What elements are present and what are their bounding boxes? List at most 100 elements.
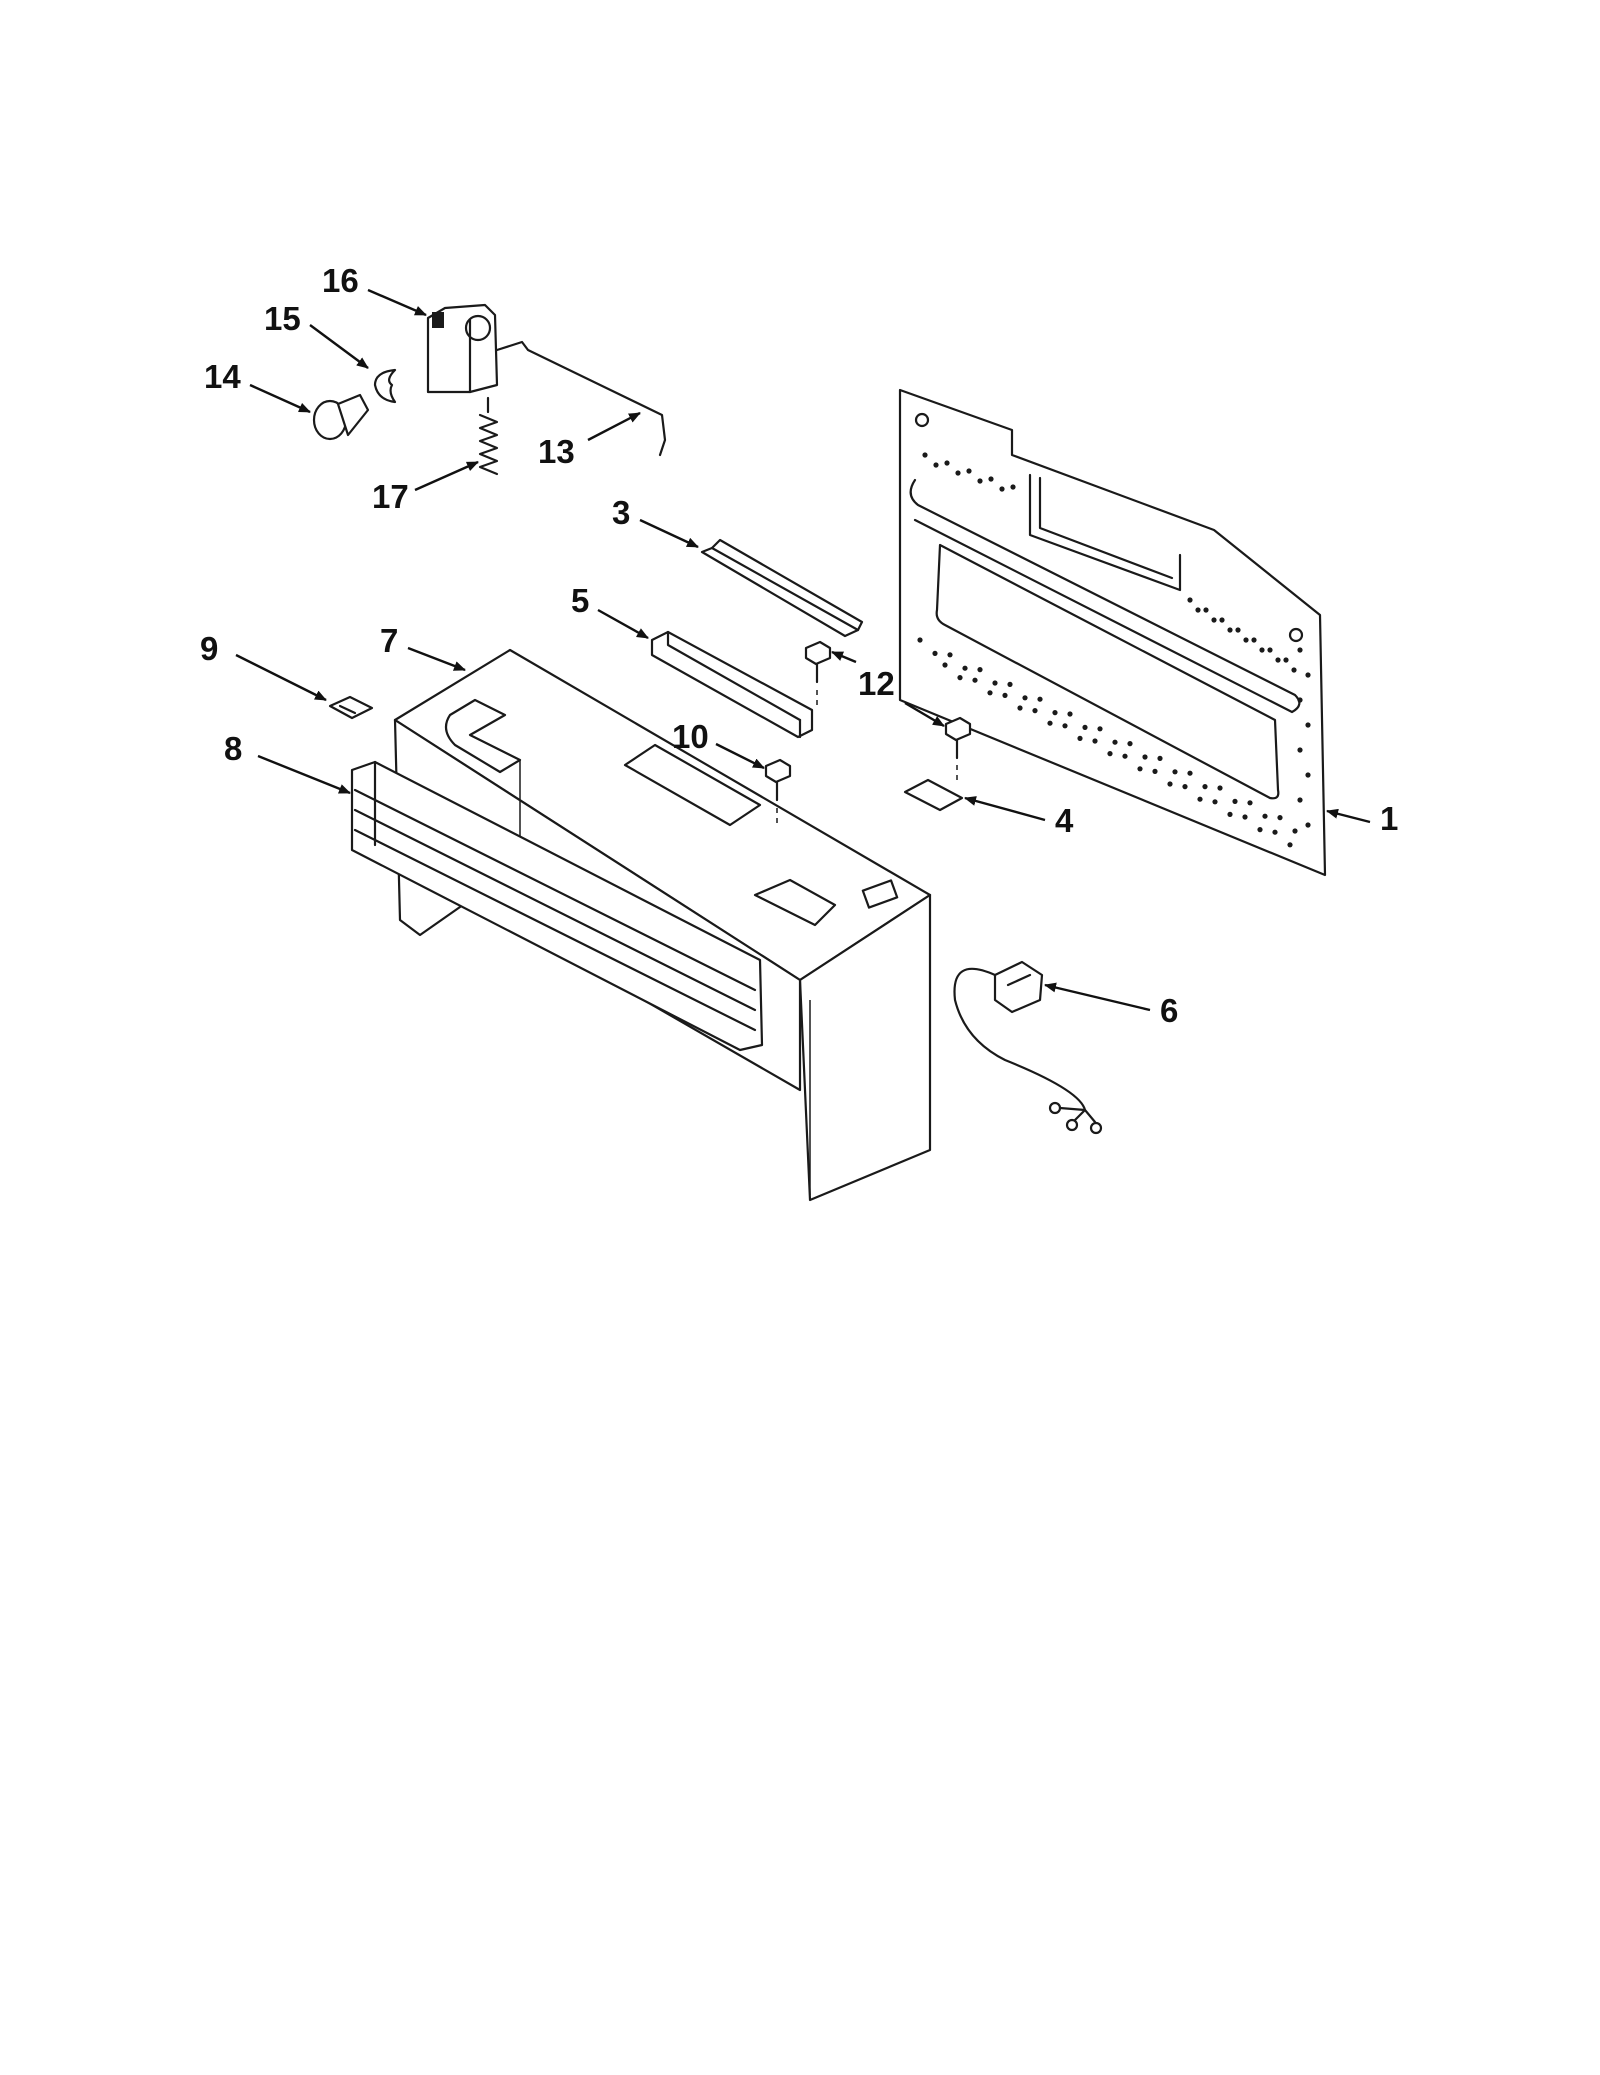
perforation-hole bbox=[1227, 627, 1233, 633]
perforation-hole bbox=[972, 677, 978, 683]
perforation-hole bbox=[992, 680, 998, 686]
perforation-hole bbox=[1047, 720, 1053, 726]
callout-1: 1 bbox=[1380, 800, 1398, 837]
perforation-hole bbox=[1257, 827, 1263, 833]
perforation-hole bbox=[1232, 798, 1238, 805]
callout-13: 13 bbox=[538, 433, 575, 470]
callout-16: 16 bbox=[322, 262, 359, 299]
perforation-hole bbox=[1305, 672, 1311, 678]
perforation-hole bbox=[1227, 811, 1233, 818]
perforation-hole bbox=[1305, 772, 1311, 778]
perforation-hole bbox=[1292, 828, 1298, 834]
perforation-hole bbox=[1211, 617, 1217, 623]
perforation-hole bbox=[977, 667, 983, 673]
part-16-bracket bbox=[426, 303, 499, 394]
callout-14: 14 bbox=[204, 358, 241, 395]
perforation-hole bbox=[1062, 723, 1068, 729]
perforation-hole bbox=[1297, 697, 1303, 703]
perforation-hole bbox=[1243, 637, 1249, 643]
perforation-hole bbox=[1167, 781, 1173, 787]
part-17-spring bbox=[478, 396, 499, 476]
perforation-hole bbox=[1067, 711, 1073, 717]
perforation-hole bbox=[1052, 710, 1058, 716]
perforation-hole bbox=[1272, 829, 1278, 835]
part-15-clip-ring bbox=[373, 368, 397, 404]
perforation-hole bbox=[1077, 735, 1083, 742]
perforation-hole bbox=[957, 675, 963, 681]
perforation-hole bbox=[1259, 647, 1265, 653]
perforation-hole bbox=[1002, 692, 1008, 699]
callout-4: 4 bbox=[1055, 802, 1074, 839]
perforation-hole bbox=[1092, 738, 1098, 744]
perforation-hole bbox=[955, 470, 961, 476]
perforation-hole bbox=[1097, 726, 1103, 732]
perforation-hole bbox=[922, 452, 928, 458]
perforation-hole bbox=[947, 652, 953, 658]
perforation-hole bbox=[1187, 597, 1193, 603]
perforation-hole bbox=[987, 690, 993, 696]
screw-12-b bbox=[944, 716, 972, 785]
perforation-hole bbox=[942, 662, 948, 668]
perforation-hole bbox=[1137, 766, 1143, 772]
perforation-hole bbox=[1291, 667, 1297, 673]
callout-6: 6 bbox=[1160, 992, 1178, 1029]
perforation-hole bbox=[917, 637, 923, 643]
perforation-hole bbox=[1017, 705, 1023, 711]
callout-labels: 16 15 14 13 17 3 5 7 9 8 10 12 4 1 6 bbox=[200, 262, 1398, 1029]
perforation-hole bbox=[1267, 647, 1273, 653]
perforation-hole bbox=[1287, 842, 1293, 848]
screw-10 bbox=[764, 758, 792, 828]
perforation-hole bbox=[1122, 753, 1128, 759]
part-5-tray bbox=[650, 630, 814, 739]
part-3-channel bbox=[700, 538, 864, 638]
callout-10: 10 bbox=[672, 718, 709, 755]
perforation-hole bbox=[1251, 637, 1257, 643]
perforation-hole bbox=[1187, 770, 1193, 776]
perforation-hole bbox=[1112, 739, 1118, 745]
leader-arrows bbox=[235, 288, 1371, 1012]
perforation-hole bbox=[999, 486, 1005, 492]
perforation-hole bbox=[1297, 647, 1303, 653]
part-1-mounting-holes bbox=[917, 452, 1311, 848]
perforation-hole bbox=[1037, 696, 1043, 702]
perforation-hole bbox=[1297, 797, 1303, 803]
perforation-hole bbox=[1152, 768, 1158, 775]
perforation-hole bbox=[1203, 607, 1209, 613]
callout-5: 5 bbox=[571, 582, 589, 619]
callout-7: 7 bbox=[380, 622, 398, 659]
screw-12-a bbox=[804, 640, 832, 710]
perforation-hole bbox=[1212, 799, 1218, 805]
perforation-hole bbox=[1157, 755, 1163, 762]
callout-15: 15 bbox=[264, 300, 301, 337]
part-13-rod bbox=[495, 340, 667, 457]
perforation-hole bbox=[962, 665, 968, 671]
perforation-hole bbox=[944, 460, 950, 466]
perforation-hole bbox=[1217, 785, 1223, 791]
perforation-hole bbox=[1007, 681, 1013, 688]
perforation-hole bbox=[1283, 657, 1289, 663]
part-4-plate bbox=[903, 778, 964, 812]
perforation-hole bbox=[1242, 814, 1248, 820]
callout-8: 8 bbox=[224, 730, 242, 767]
perforation-hole bbox=[1202, 784, 1208, 790]
perforation-hole bbox=[1182, 784, 1188, 790]
part-9-clip bbox=[328, 695, 374, 720]
perforation-hole bbox=[933, 462, 939, 468]
perforation-hole bbox=[932, 650, 938, 657]
perforation-hole bbox=[1142, 754, 1148, 760]
perforation-hole bbox=[1022, 695, 1028, 701]
perforation-hole bbox=[1082, 724, 1088, 731]
perforation-hole bbox=[966, 468, 972, 474]
part-6-switch-harness bbox=[953, 960, 1103, 1135]
perforation-hole bbox=[1305, 722, 1311, 728]
callout-17: 17 bbox=[372, 478, 409, 515]
perforation-hole bbox=[1195, 607, 1201, 613]
perforation-hole bbox=[1127, 741, 1133, 747]
perforation-hole bbox=[1305, 822, 1311, 828]
perforation-hole bbox=[1197, 796, 1203, 802]
perforation-hole bbox=[1262, 813, 1268, 819]
perforation-hole bbox=[1235, 627, 1241, 633]
perforation-hole bbox=[1247, 800, 1253, 806]
perforation-hole bbox=[988, 476, 994, 482]
